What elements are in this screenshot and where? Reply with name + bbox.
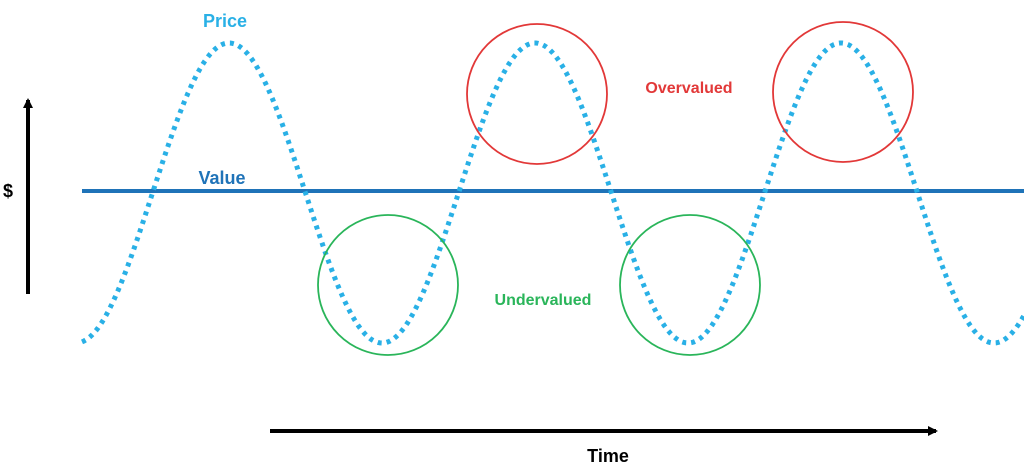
undervalued-label: Undervalued [495,292,592,309]
overvalued-label: Overvalued [645,80,732,97]
time-axis-label: Time [587,446,629,466]
undervalued-circle-1 [317,214,459,356]
value-label: Value [198,168,245,188]
undervalued-circle-2 [619,214,761,356]
overvalued-circle-2 [772,21,914,163]
y-axis-label: $ [3,181,13,201]
price-label: Price [203,11,247,31]
overvalued-circle-1 [466,23,608,165]
price-line [80,40,1024,346]
